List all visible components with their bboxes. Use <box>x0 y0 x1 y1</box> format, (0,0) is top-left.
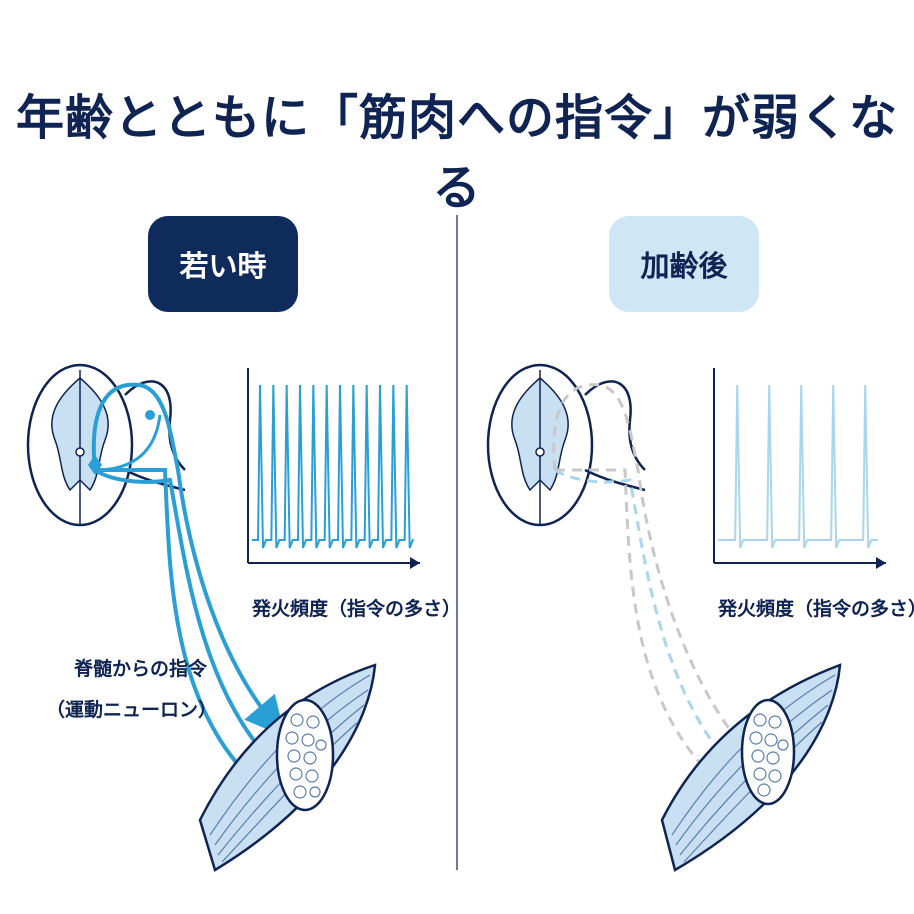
young-firing-graph <box>247 368 420 569</box>
young-badge: 若い時 <box>148 216 298 312</box>
young-graph-label: 発火頻度（指令の多さ） <box>252 598 462 620</box>
aged-graph-label: 発火頻度（指令の多さ） <box>718 598 914 620</box>
aged-muscle <box>660 663 842 872</box>
page-title: 年齢とともに「筋肉への指令」が弱くなる <box>15 90 898 216</box>
signal-label-line1: 脊髄からの指令 <box>74 658 208 680</box>
signal-label: 脊髄からの指令 （運動ニューロン） <box>46 654 217 722</box>
aged-badge: 加齢後 <box>609 216 759 312</box>
young-signal-paths <box>88 382 288 810</box>
young-spinal-cord <box>26 363 186 527</box>
aged-spinal-cord <box>486 363 646 527</box>
young-muscle <box>198 663 377 872</box>
young-spike-train <box>252 384 415 549</box>
signal-label-line2: （運動ニューロン） <box>46 699 218 721</box>
panel-divider <box>456 215 458 870</box>
aged-spike-train <box>718 384 878 549</box>
aged-signal-paths <box>552 383 741 802</box>
aged-firing-graph <box>713 368 886 569</box>
